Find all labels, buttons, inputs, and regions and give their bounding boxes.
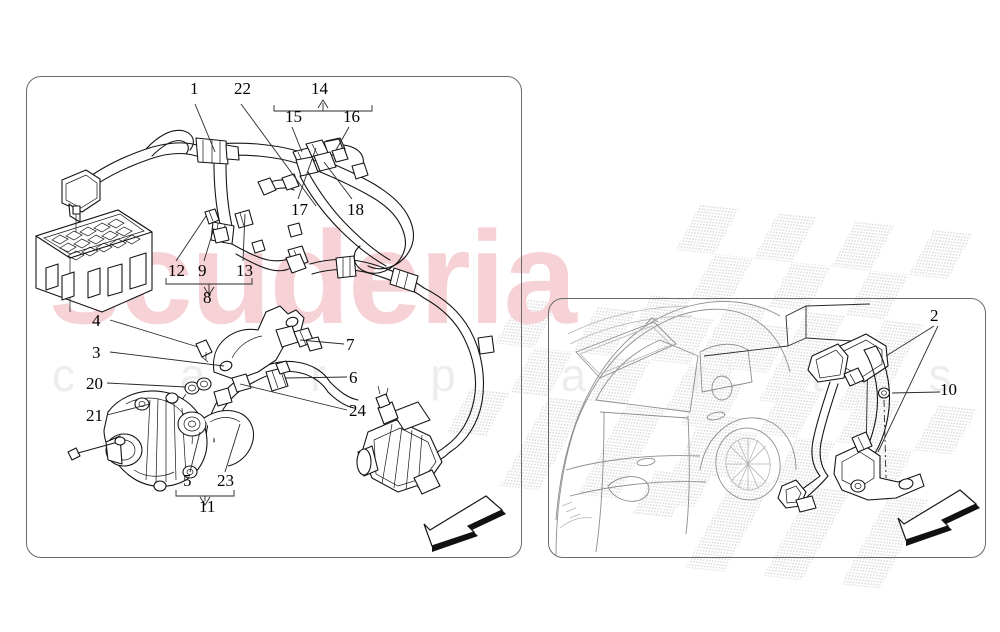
battery-cable-assembly [777, 333, 925, 513]
callout-4: 4 [92, 311, 101, 330]
callout-leaders [106, 99, 941, 506]
starter-motor [356, 385, 443, 495]
alternator [67, 390, 208, 492]
callout-16: 16 [343, 107, 360, 126]
callout-7: 7 [346, 335, 355, 354]
watermark-carparts: c a r p a r t s [52, 349, 998, 401]
callout-10: 10 [940, 380, 957, 399]
vehicle-body-outline [555, 301, 797, 557]
support-bracket [212, 305, 305, 381]
callout-20: 20 [86, 374, 103, 393]
callout-17: 17 [291, 200, 308, 219]
callout-22: 22 [234, 79, 251, 98]
callout-8: 8 [203, 288, 212, 307]
callout-15: 15 [285, 107, 302, 126]
callout-1: 1 [190, 79, 199, 98]
callout-2: 2 [930, 306, 939, 325]
callout-23: 23 [217, 471, 234, 490]
direction-arrow-right [897, 489, 980, 546]
callout-21: 21 [86, 406, 103, 425]
callout-13: 13 [236, 261, 253, 280]
callout-3: 3 [92, 343, 101, 362]
callout-5: 5 [183, 471, 192, 490]
panel-engine-bay [26, 76, 522, 558]
callout-24: 24 [349, 401, 366, 420]
callout-14: 14 [311, 79, 328, 98]
callout-18: 18 [347, 200, 364, 219]
callout-9: 9 [198, 261, 207, 280]
callout-6: 6 [349, 368, 358, 387]
fuse-relay-box [35, 205, 153, 313]
panel-vehicle-body [548, 298, 986, 558]
callout-12: 12 [168, 261, 185, 280]
direction-arrow-left [423, 495, 506, 552]
callout-11: 11 [199, 497, 216, 516]
